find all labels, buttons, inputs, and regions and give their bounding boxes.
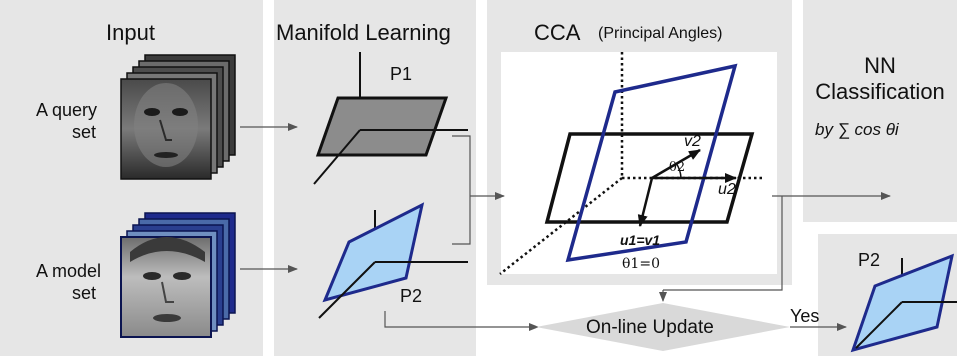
online-update-diamond — [536, 303, 790, 351]
theta2-label: θ2 — [669, 160, 686, 175]
model-label-line1: A model — [36, 261, 102, 281]
yes-label: Yes — [790, 306, 820, 326]
nn-title: NN Classification — [803, 53, 957, 105]
panel-manifold — [274, 0, 476, 356]
nn-formula: by ∑ cos θi — [815, 120, 899, 139]
manifold-title: Manifold Learning — [276, 20, 451, 45]
model-label-line2: set — [71, 283, 96, 303]
p1-label: P1 — [390, 64, 413, 84]
model-set-label: A model set — [36, 260, 102, 304]
u2-label: u2 — [718, 181, 736, 198]
query-face-stack-icon — [120, 54, 236, 180]
panel-nn — [803, 0, 957, 222]
query-label-line1: A query — [36, 100, 98, 120]
nn-title-line1: NN — [864, 53, 896, 78]
input-title: Input — [106, 20, 155, 45]
u1-v1-label: u1=v1 — [620, 232, 661, 248]
query-label-line2: set — [71, 122, 96, 142]
p2-updated-subspace-icon — [850, 253, 957, 353]
cca-subtitle: (Principal Angles) — [598, 25, 723, 42]
theta1-label: θ1=0 — [622, 256, 660, 272]
p2-label: P2 — [400, 286, 423, 306]
online-update-label: On-line Update — [586, 317, 714, 338]
principal-angles-icon — [499, 52, 765, 275]
p2-subspace-icon — [318, 202, 468, 319]
cca-title: CCA — [534, 20, 581, 45]
model-face-stack-icon — [120, 212, 236, 338]
p1-subspace-icon — [313, 52, 468, 185]
nn-title-line2: Classification — [815, 79, 945, 104]
v2-label: v2 — [684, 133, 701, 150]
p2-updated-label: P2 — [858, 250, 881, 270]
query-set-label: A query set — [36, 99, 98, 143]
